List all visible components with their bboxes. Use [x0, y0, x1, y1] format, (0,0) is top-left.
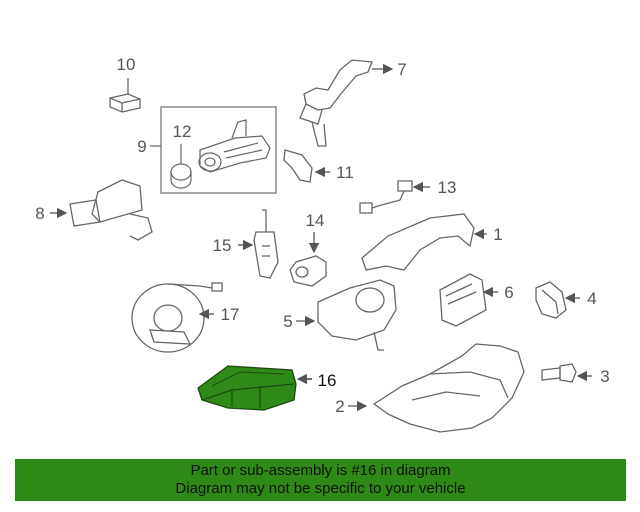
part-8-turn-signal-switch[interactable]	[50, 179, 153, 241]
part-1-upper-cover[interactable]	[361, 213, 487, 271]
callout-9: 9	[137, 137, 146, 156]
callout-11: 11	[336, 163, 354, 182]
callout-13: 13	[438, 178, 457, 197]
callout-12: 12	[173, 122, 192, 141]
banner-line-1: Part or sub-assembly is #16 in diagram	[190, 462, 451, 479]
callout-8: 8	[35, 204, 44, 223]
callout-7: 7	[397, 60, 406, 79]
part-13-harness[interactable]	[359, 180, 430, 214]
callout-17: 17	[221, 305, 240, 324]
part-15-key-fob[interactable]	[238, 209, 279, 279]
callout-16: 16	[318, 371, 337, 390]
callout-4: 4	[587, 289, 596, 308]
parts-diagram: 10 12 9 7 11 1	[35, 55, 610, 433]
callout-3: 3	[600, 367, 609, 386]
part-17-clock-spring[interactable]	[131, 282, 223, 353]
callout-1: 1	[493, 225, 502, 244]
part-4-cap[interactable]	[535, 281, 580, 319]
part-9-ignition-housing-group[interactable]	[150, 106, 277, 194]
callout-6: 6	[504, 283, 513, 302]
callout-5: 5	[283, 312, 292, 331]
part-7-switch-lever[interactable]	[299, 59, 394, 147]
callout-2: 2	[335, 397, 344, 416]
callout-14: 14	[306, 211, 325, 230]
part-5-ignition-module[interactable]	[296, 279, 397, 351]
part-2-lower-cover[interactable]	[348, 343, 525, 433]
part-12-lock-cylinder	[170, 144, 192, 189]
part-11-bracket[interactable]	[283, 149, 330, 183]
callout-15: 15	[213, 236, 232, 255]
banner-line-2: Diagram may not be specific to your vehi…	[175, 480, 466, 497]
part-6-control-module[interactable]	[439, 273, 498, 327]
callout-10: 10	[117, 55, 136, 74]
part-10-connector[interactable]	[109, 78, 141, 113]
info-banner: Part or sub-assembly is #16 in diagram D…	[15, 459, 626, 501]
part-16-highlighted-module[interactable]	[197, 365, 312, 411]
part-3-bolt[interactable]	[541, 363, 592, 383]
part-14-sensor[interactable]	[289, 232, 327, 287]
